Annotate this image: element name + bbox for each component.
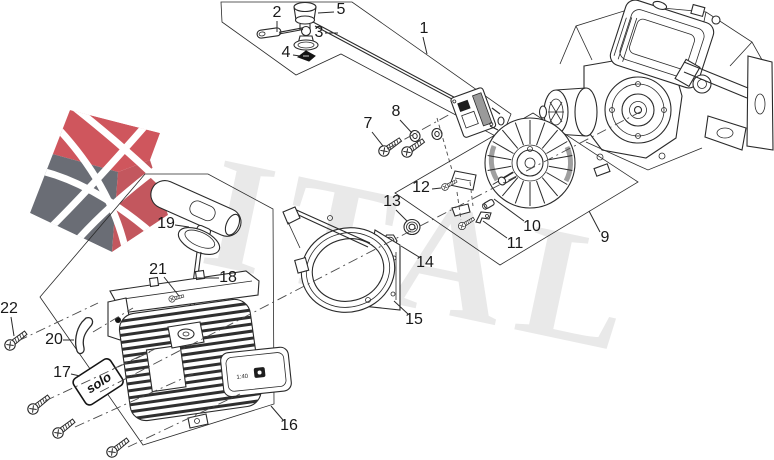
housing-screw-c <box>50 416 78 441</box>
hook-bracket-11 <box>475 211 492 224</box>
leader-line-12 <box>431 187 442 190</box>
leader-line-7 <box>371 131 384 147</box>
fan-housing <box>282 206 401 313</box>
housing-badge: 1:40 <box>236 374 249 381</box>
leader-lines <box>10 11 601 421</box>
leader-line-4 <box>292 54 301 57</box>
housing-screw-b <box>25 392 53 417</box>
coil-washer-2 <box>430 127 444 141</box>
leader-line-14 <box>400 245 420 258</box>
leader-line-5 <box>317 11 335 14</box>
watermark-text: ITAL <box>191 122 662 388</box>
ignition-coil <box>450 87 505 138</box>
retainer-clip <box>296 50 316 62</box>
starter-housing: 1:40 <box>107 269 292 429</box>
leader-line-8 <box>399 119 413 134</box>
leader-line-9 <box>588 210 601 233</box>
housing-screw-d <box>104 435 132 460</box>
leader-line-13 <box>395 209 408 222</box>
brand-logo <box>30 110 168 252</box>
choke-knob <box>293 1 319 51</box>
leader-line-19 <box>174 224 190 228</box>
flywheel <box>484 117 576 209</box>
leader-line-15 <box>393 300 409 315</box>
starter-panel <box>39 173 275 446</box>
engine-assembly <box>538 0 774 177</box>
flywheel-panel <box>394 112 639 266</box>
leader-line-17 <box>70 373 81 377</box>
solo-sticker: solo <box>72 358 124 406</box>
leader-line-1 <box>422 36 428 55</box>
washer-13 <box>403 218 421 236</box>
leader-line-16 <box>270 405 284 421</box>
housing-extension: 1:40 <box>220 346 292 398</box>
housing-screw-22 <box>2 328 30 353</box>
leader-line-22 <box>10 316 15 337</box>
ignition-trigger-bracket <box>449 170 477 217</box>
leader-line-21 <box>163 276 180 297</box>
starter-handle <box>150 180 242 256</box>
top-linkage-panel <box>220 1 512 140</box>
choke-lever <box>256 27 304 39</box>
spacer-pin-10 <box>481 199 495 210</box>
coil-screw-1 <box>376 134 404 159</box>
hook-20 <box>75 316 94 355</box>
leader-line-11 <box>482 220 508 239</box>
center-lines <box>17 111 641 448</box>
leader-line-10 <box>493 198 525 222</box>
